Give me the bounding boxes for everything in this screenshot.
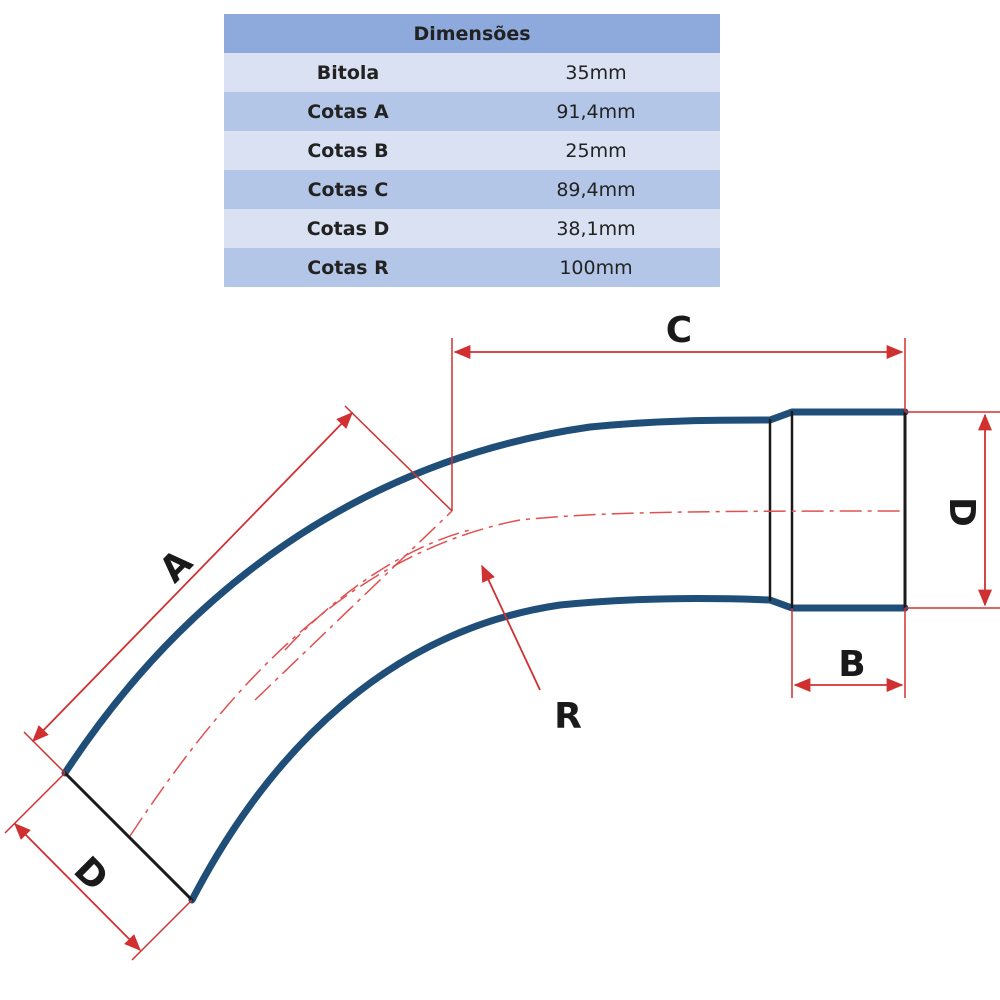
ext-a-top (344, 405, 453, 512)
row-label: Cotas C (224, 170, 472, 209)
centerline-axis (129, 510, 906, 837)
row-value: 91,4mm (472, 92, 720, 131)
table-row: Cotas A 91,4mm (224, 92, 720, 131)
ext-a-bottom (23, 731, 66, 774)
row-value: 25mm (472, 131, 720, 170)
ext-d-left-b (131, 899, 193, 961)
ext-d-left-a (4, 772, 66, 834)
row-label: Cotas A (224, 92, 472, 131)
row-label: Cotas B (224, 131, 472, 170)
dimension-lines (14, 345, 992, 951)
table-header-row: Dimensões (224, 14, 720, 53)
radius-arc (284, 529, 471, 651)
extension-lines (4, 338, 1000, 961)
row-label: Cotas R (224, 248, 472, 287)
pipe-outer-wall (61, 408, 909, 777)
row-value: 100mm (472, 248, 720, 287)
table-header: Dimensões (224, 14, 720, 53)
centerline-to-intersection (254, 510, 453, 701)
dimensions-table: Dimensões Bitola 35mm Cotas A 91,4mm Cot… (224, 14, 720, 287)
label-a: A (152, 542, 201, 591)
row-label: Cotas D (224, 209, 472, 248)
dim-d-left (14, 823, 141, 951)
label-r: R (554, 696, 582, 737)
label-d-left: D (66, 849, 116, 899)
table-row: Bitola 35mm (224, 53, 720, 92)
label-c: C (666, 310, 692, 351)
dim-a (32, 411, 353, 743)
centerlines (129, 510, 906, 837)
row-value: 89,4mm (472, 170, 720, 209)
pipe-inner-wall (188, 595, 909, 904)
row-value: 35mm (472, 53, 720, 92)
table-row: Cotas D 38,1mm (224, 209, 720, 248)
table-row: Cotas R 100mm (224, 248, 720, 287)
pipe-body (61, 408, 909, 904)
label-b: B (838, 644, 865, 685)
table-row: Cotas B 25mm (224, 131, 720, 170)
table-row: Cotas C 89,4mm (224, 170, 720, 209)
row-value: 38,1mm (472, 209, 720, 248)
row-label: Bitola (224, 53, 472, 92)
label-d-right: D (941, 497, 982, 527)
dim-r (481, 564, 541, 691)
